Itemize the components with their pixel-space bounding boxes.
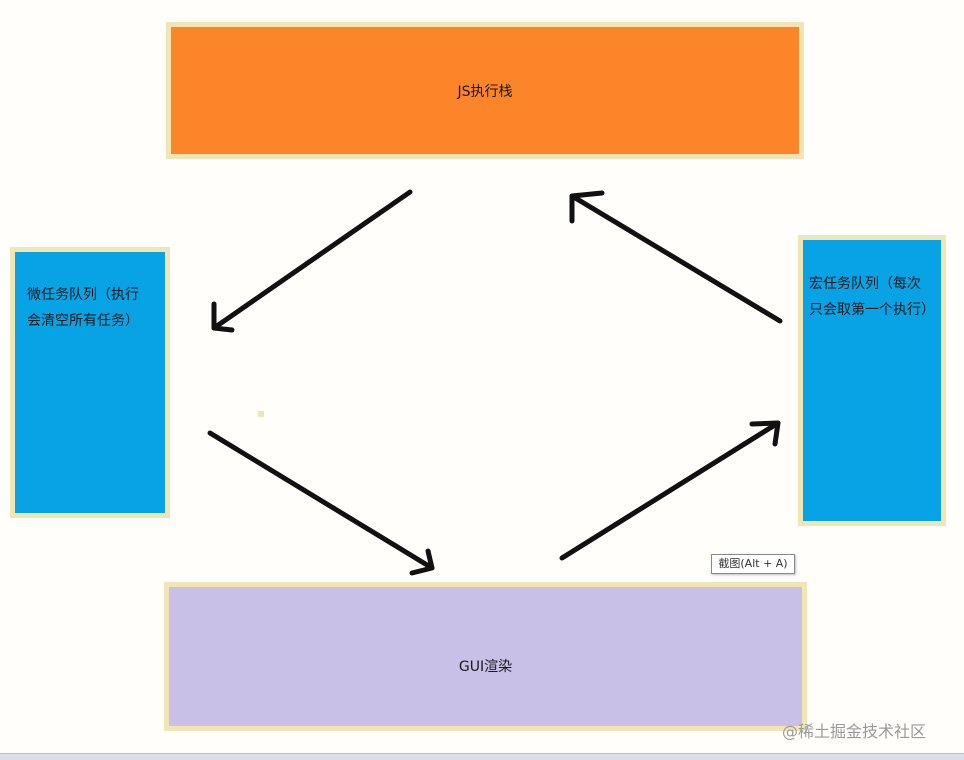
arrow-microtask-to-gui xyxy=(207,430,435,576)
js-stack-label: JS执行栈 xyxy=(457,84,513,100)
microtask-queue-label-line-1: 微任务队列（执行 xyxy=(27,287,139,303)
macrotask-queue-label-line-1: 宏任务队列（每次 xyxy=(809,276,921,292)
js-stack-box: JS执行栈 xyxy=(166,22,804,159)
window-bottom-bar xyxy=(0,753,964,760)
arrow-js-to-microtask xyxy=(211,189,413,333)
watermark: @稀土掘金技术社区 xyxy=(782,722,927,741)
arrow-macrotask-to-js xyxy=(569,190,783,324)
macrotask-queue-label-line-2: 只会取第一个执行） xyxy=(809,302,935,318)
decorative-dot xyxy=(258,411,264,417)
macrotask-queue-box: 宏任务队列（每次 只会取第一个执行） xyxy=(798,235,946,526)
microtask-queue-label: 微任务队列（执行 会清空所有任务） xyxy=(27,282,167,334)
microtask-queue-box: 微任务队列（执行 会清空所有任务） xyxy=(10,247,170,518)
macrotask-queue-label: 宏任务队列（每次 只会取第一个执行） xyxy=(809,271,947,323)
gui-render-label: GUI渲染 xyxy=(458,659,513,675)
gui-render-box: GUI渲染 xyxy=(164,582,807,731)
microtask-queue-label-line-2: 会清空所有任务） xyxy=(27,313,139,329)
arrow-gui-to-macrotask xyxy=(559,420,781,561)
screenshot-tooltip: 截图(Alt + A) xyxy=(711,554,795,574)
